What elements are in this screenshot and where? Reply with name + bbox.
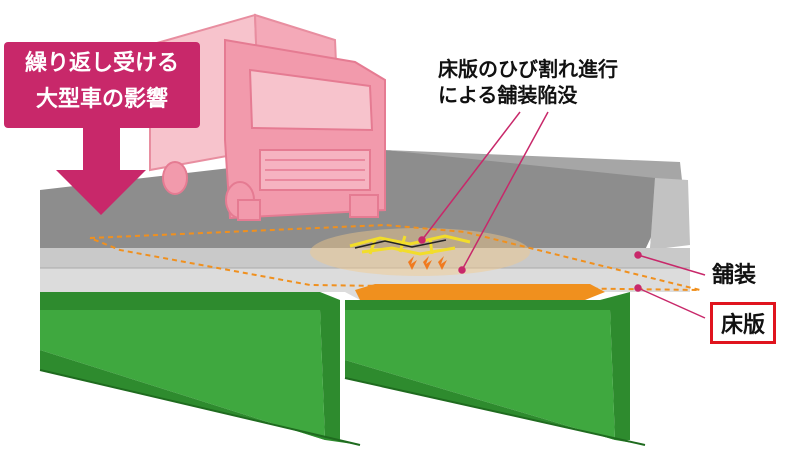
heavy-vehicle-callout: 繰り返し受ける 大型車の影響 (4, 42, 200, 128)
load-arrow (56, 128, 146, 215)
callout-line-1: 繰り返し受ける (24, 51, 179, 76)
crack-label-line-1: 床版のひび割れ進行 (438, 57, 618, 81)
crack-label: 床版のひび割れ進行 による舗装陥没 (438, 56, 618, 108)
callout-line-2: 大型車の影響 (35, 87, 168, 112)
deck-label: 床版 (710, 302, 777, 344)
pavement-layer (40, 248, 690, 268)
steel-girder-left (39, 292, 361, 446)
pavement-label: 舗装 (712, 263, 757, 288)
crack-label-line-2: による舗装陥没 (438, 83, 578, 107)
deterioration-icon (408, 256, 447, 270)
leader-lines (418, 111, 706, 319)
steel-girder-right (344, 292, 646, 446)
crack-pattern (349, 234, 471, 256)
